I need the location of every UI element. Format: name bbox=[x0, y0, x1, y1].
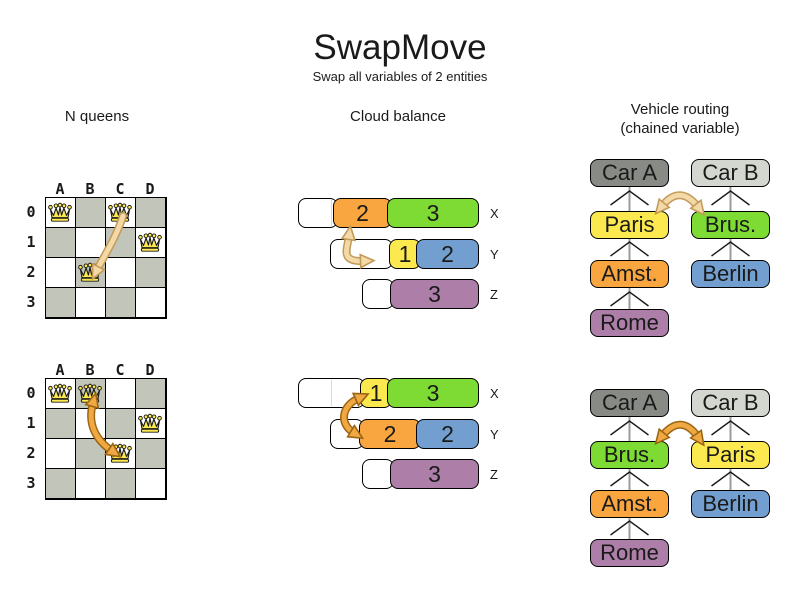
queen-icon bbox=[47, 201, 73, 223]
process-segment: 3 bbox=[390, 459, 479, 489]
computer-label: Z bbox=[490, 467, 498, 482]
page-subtitle: Swap all variables of 2 entities bbox=[312, 69, 488, 84]
board-row-label: 0 bbox=[26, 203, 36, 221]
queen-icon bbox=[137, 231, 163, 253]
vr-node-city: Rome bbox=[590, 309, 669, 337]
process-size: 1 bbox=[369, 379, 383, 406]
cloud-free-segment bbox=[362, 459, 394, 489]
process-size: 2 bbox=[356, 199, 369, 226]
vr-node-city: Brus. bbox=[691, 211, 770, 239]
cloud-free-segment bbox=[298, 378, 365, 408]
process-size: 3 bbox=[426, 199, 440, 226]
queen-icon bbox=[77, 261, 103, 283]
board-row-label: 3 bbox=[26, 293, 36, 311]
swap-arrow-vehicle-after bbox=[654, 420, 705, 447]
process-size: 3 bbox=[426, 379, 440, 406]
process-size: 2 bbox=[383, 420, 397, 447]
process-size: 2 bbox=[441, 420, 454, 447]
vr-node-city: Paris bbox=[590, 211, 669, 239]
capacity-divider bbox=[331, 380, 332, 406]
section-label-vehicle: Vehicle routing bbox=[630, 101, 730, 118]
board-col-label: A bbox=[55, 361, 65, 379]
vr-node-city: Berlin bbox=[691, 490, 770, 518]
computer-label: Z bbox=[490, 287, 498, 302]
process-segment: 2 bbox=[359, 419, 421, 449]
process-segment: 3 bbox=[387, 378, 479, 408]
board-row-label: 2 bbox=[26, 263, 36, 281]
process-segment: 2 bbox=[416, 419, 479, 449]
board-col-label: A bbox=[55, 180, 65, 198]
vr-node-city: Rome bbox=[590, 539, 669, 567]
cloud-free-segment bbox=[330, 239, 393, 269]
process-segment: 3 bbox=[390, 279, 479, 309]
computer-label: Y bbox=[490, 427, 499, 442]
queen-icon bbox=[107, 442, 133, 464]
process-segment: 3 bbox=[387, 198, 479, 228]
board-row-label: 1 bbox=[26, 233, 36, 251]
page-title: SwapMove bbox=[313, 28, 487, 67]
vr-node-city: Amst. bbox=[590, 260, 669, 288]
board-col-label: C bbox=[115, 180, 125, 198]
swap-arrow-vehicle-before bbox=[654, 191, 706, 217]
queen-icon bbox=[137, 412, 163, 434]
queen-icon bbox=[77, 382, 103, 404]
process-size: 1 bbox=[398, 240, 412, 267]
board-row-label: 1 bbox=[26, 414, 36, 432]
section-label-nqueens: N queens bbox=[64, 108, 130, 125]
section-sublabel-vehicle: (chained variable) bbox=[620, 120, 740, 137]
queen-icon bbox=[47, 382, 73, 404]
cloud-free-segment bbox=[298, 198, 338, 228]
vr-node-city: Amst. bbox=[590, 490, 669, 518]
process-segment: 2 bbox=[416, 239, 479, 269]
process-size: 2 bbox=[441, 240, 454, 267]
process-segment: 2 bbox=[333, 198, 392, 228]
vr-node-car-a: Car A bbox=[590, 389, 669, 417]
computer-label: Y bbox=[490, 247, 499, 262]
board-row-label: 3 bbox=[26, 474, 36, 492]
chain-arrowhead-icon bbox=[610, 190, 750, 536]
chain-link-lines bbox=[628, 187, 732, 539]
board-col-label: B bbox=[85, 180, 95, 198]
board-col-label: C bbox=[115, 361, 125, 379]
board-col-label: D bbox=[145, 361, 155, 379]
vr-node-car-a: Car A bbox=[590, 159, 669, 187]
computer-label: X bbox=[490, 206, 499, 221]
section-label-cloud: Cloud balance bbox=[350, 108, 446, 125]
vr-node-city: Berlin bbox=[691, 260, 770, 288]
capacity-divider bbox=[331, 200, 332, 226]
vr-node-car-b: Car B bbox=[691, 159, 770, 187]
process-segment: 1 bbox=[389, 239, 421, 269]
process-size: 3 bbox=[428, 460, 441, 487]
vr-node-city: Brus. bbox=[590, 441, 669, 469]
process-size: 3 bbox=[428, 280, 441, 307]
queen-icon bbox=[107, 201, 133, 223]
board-row-label: 2 bbox=[26, 444, 36, 462]
board-row-label: 0 bbox=[26, 384, 36, 402]
board-col-label: B bbox=[85, 361, 95, 379]
vr-node-city: Paris bbox=[691, 441, 770, 469]
board-col-label: D bbox=[145, 180, 155, 198]
computer-label: X bbox=[490, 386, 499, 401]
vr-node-car-b: Car B bbox=[691, 389, 770, 417]
